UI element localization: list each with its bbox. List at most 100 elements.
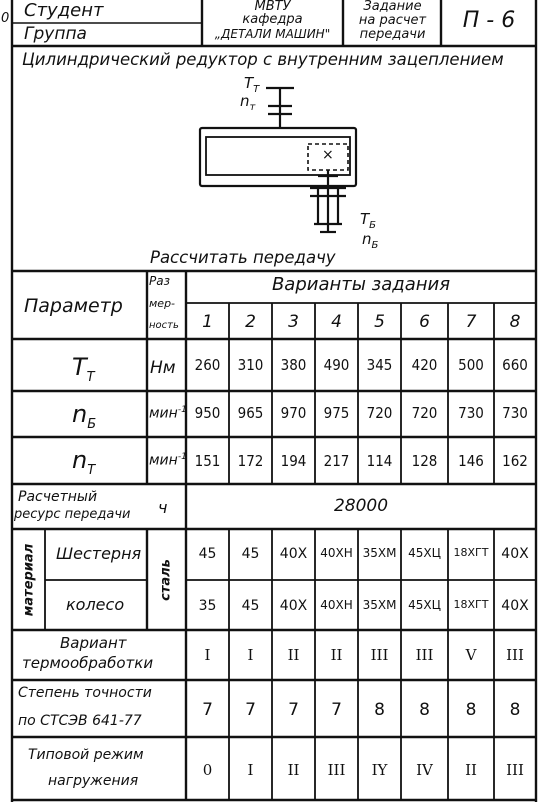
row-tt-value: 660 <box>502 356 528 374</box>
row-nt-unit-main: мин <box>149 452 178 469</box>
label-t-in-main: T <box>360 210 370 228</box>
variant-number: 6 <box>419 312 430 332</box>
label-t-out-sub: Т <box>253 84 260 95</box>
material-pinion-value: 45 <box>198 546 217 562</box>
row-nb-value: 730 <box>458 404 484 422</box>
label-t-out: TТ <box>244 76 259 95</box>
material-wheel-value: 40Х <box>279 598 308 614</box>
row-accuracy-value: 8 <box>419 700 430 720</box>
material-wheel-value: 45 <box>241 598 260 614</box>
diagram-caption: Рассчитать передачу <box>150 248 336 267</box>
material-pinion-value: 18ХГТ <box>453 546 489 559</box>
row-nt-value: 146 <box>458 452 484 470</box>
row-tt-param: TТ <box>72 355 95 384</box>
material-pinion-value: 40Х <box>501 546 529 562</box>
row-nb-value: 965 <box>237 404 264 422</box>
material-unit: сталь <box>158 559 174 601</box>
label-n-out: nт <box>240 94 255 113</box>
student-label: Студент <box>24 0 104 21</box>
row-tt-param-sub: Т <box>86 369 95 385</box>
row-mode-value: II <box>287 761 300 779</box>
material-pinion-value: 45 <box>241 546 260 562</box>
row-nb-value: 720 <box>366 404 393 422</box>
diagram-title: Цилиндрический редуктор с внутренним зац… <box>22 50 504 69</box>
label-n-out-sub: т <box>249 102 256 113</box>
row-heat-value: I <box>204 646 211 664</box>
row-nt-value: 151 <box>194 452 221 470</box>
variants-header: Варианты задания <box>271 274 451 295</box>
row-mode-param-l1: Типовой режим <box>28 747 144 763</box>
row-nb-value: 730 <box>502 404 528 422</box>
row-accuracy-value: 8 <box>374 700 385 720</box>
dept-line-1: МВТУ <box>254 0 291 14</box>
dept-line-3: „ДЕТАЛИ МАШИН" <box>214 27 331 41</box>
row-tt-value: 490 <box>323 356 350 374</box>
row-accuracy-value: 7 <box>288 700 299 720</box>
row-tt-value: 380 <box>280 356 307 374</box>
row-mode-param-l2: нагружения <box>48 773 139 789</box>
row-nb-unit-main: мин <box>149 405 178 422</box>
row-tt-value: 260 <box>194 356 221 374</box>
row-nt-unit-sup: -1 <box>177 452 187 462</box>
row-heat-value: III <box>415 646 434 664</box>
material-wheel-value: 35ХМ <box>362 598 397 612</box>
material-wheel-param: колесо <box>66 595 125 614</box>
row-nb-param-main: n <box>72 400 88 428</box>
param-header: Параметр <box>24 295 123 317</box>
row-mode-value: IV <box>416 761 433 779</box>
label-n-in-main: n <box>362 230 372 248</box>
label-t-in: TБ <box>360 212 376 231</box>
unit-header-l1: Раз <box>149 274 170 288</box>
task-line-2: на расчет <box>358 13 427 28</box>
material-wheel-value: 45ХЦ <box>408 598 441 612</box>
row-nb-value: 720 <box>411 404 438 422</box>
row-tt-value: 345 <box>366 356 393 374</box>
group-label: Группа <box>24 24 87 44</box>
unit-header-l3: ность <box>149 320 179 331</box>
label-t-in-sub: Б <box>369 220 377 231</box>
row-nb-value: 975 <box>323 404 350 422</box>
task-line-1: Задание <box>363 0 422 14</box>
row-mode-value: I <box>247 761 254 779</box>
material-wheel-value: 18ХГТ <box>453 598 489 611</box>
row-mode-value: II <box>465 761 477 779</box>
row-tt-unit: Нм <box>150 358 176 378</box>
material-wheel-value: 35 <box>198 598 217 614</box>
material-pinion-value: 35ХМ <box>362 546 397 560</box>
variant-number: 8 <box>509 312 521 332</box>
variant-number: 7 <box>465 312 477 332</box>
row-nt-value: 162 <box>502 452 528 470</box>
row-nb-value: 970 <box>280 404 307 422</box>
row-heat-value: II <box>330 646 343 664</box>
row-accuracy-value: 8 <box>465 700 477 720</box>
material-wheel-value: 40Х <box>501 598 529 614</box>
bearing-mark: × <box>322 147 334 163</box>
edge-mark: 0 <box>1 11 10 26</box>
material-pinion-param: Шестерня <box>56 544 142 563</box>
row-mode-value: III <box>506 761 524 779</box>
row-heat-param-l2: термообработки <box>22 654 154 672</box>
material-pinion-value: 40Х <box>279 546 308 562</box>
row-mode-value: 0 <box>202 761 213 779</box>
row-nt-value: 128 <box>411 452 438 470</box>
row-accuracy-value: 7 <box>331 700 342 720</box>
row-tt-value: 310 <box>237 356 264 374</box>
material-wheel-value: 40ХН <box>320 598 353 612</box>
label-n-in: nБ <box>362 232 378 251</box>
row-resource-param-l1: Расчетный <box>18 489 98 505</box>
row-heat-value: III <box>370 646 389 664</box>
row-heat-value: I <box>247 646 254 664</box>
variant-number: 5 <box>374 312 385 332</box>
row-accuracy-param-l1: Степень точности <box>18 685 152 701</box>
task-line-3: передачи <box>359 27 426 42</box>
row-nb-value: 950 <box>194 404 221 422</box>
gearbox-diagram <box>198 86 358 234</box>
row-nb-unit: мин-1 <box>149 406 187 421</box>
row-accuracy-value: 7 <box>202 700 213 720</box>
material-group-label: материал <box>21 543 37 617</box>
label-n-out-main: n <box>240 92 250 110</box>
row-nt-param-main: n <box>72 446 88 474</box>
row-accuracy-value: 8 <box>509 700 521 720</box>
